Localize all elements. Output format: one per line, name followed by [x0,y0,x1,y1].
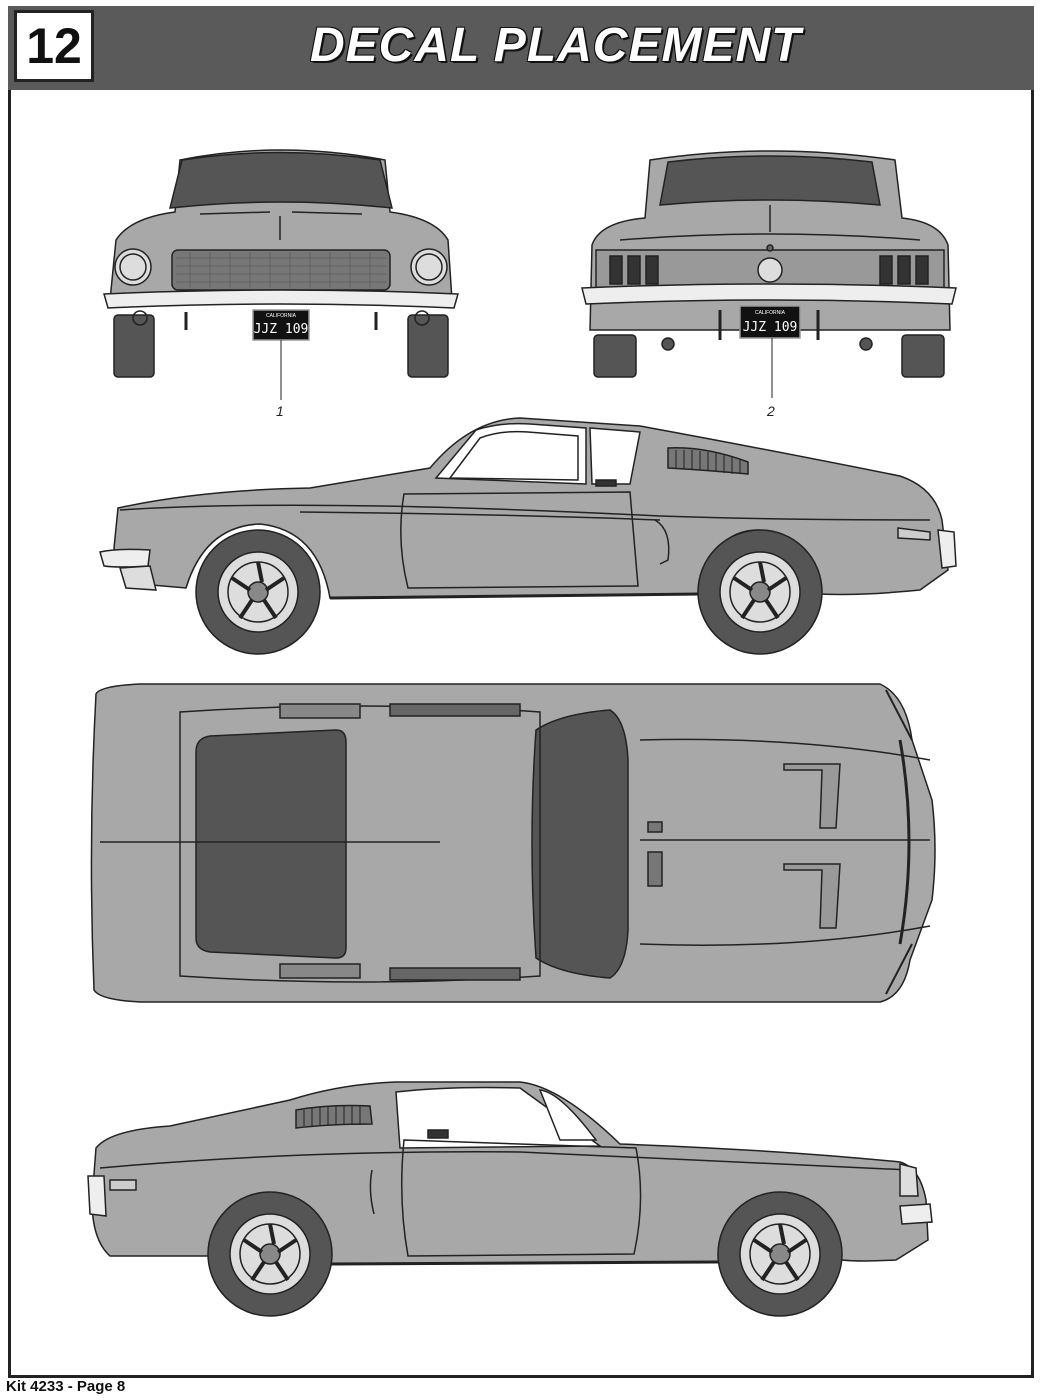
side-view-left [99,417,957,655]
svg-text:CALIFORNIA: CALIFORNIA [755,310,786,316]
step-number: 12 [14,10,94,82]
rear-view: CALIFORNIA JJZ 109 [581,150,957,398]
callout-2: 2 [766,403,775,419]
front-view: CALIFORNIA JJZ 109 [103,149,459,400]
top-view [90,683,936,1003]
callout-1: 1 [276,403,284,419]
page-title: DECAL PLACEMENT [310,19,802,72]
header-bar [8,6,1034,90]
front-plate-text: JJZ 109 [254,322,309,337]
svg-text:CALIFORNIA: CALIFORNIA [266,313,297,319]
rear-plate-text: JJZ 109 [743,320,798,335]
page-footer: Kit 4233 - Page 8 [6,1378,126,1395]
side-view-right [87,1081,933,1317]
